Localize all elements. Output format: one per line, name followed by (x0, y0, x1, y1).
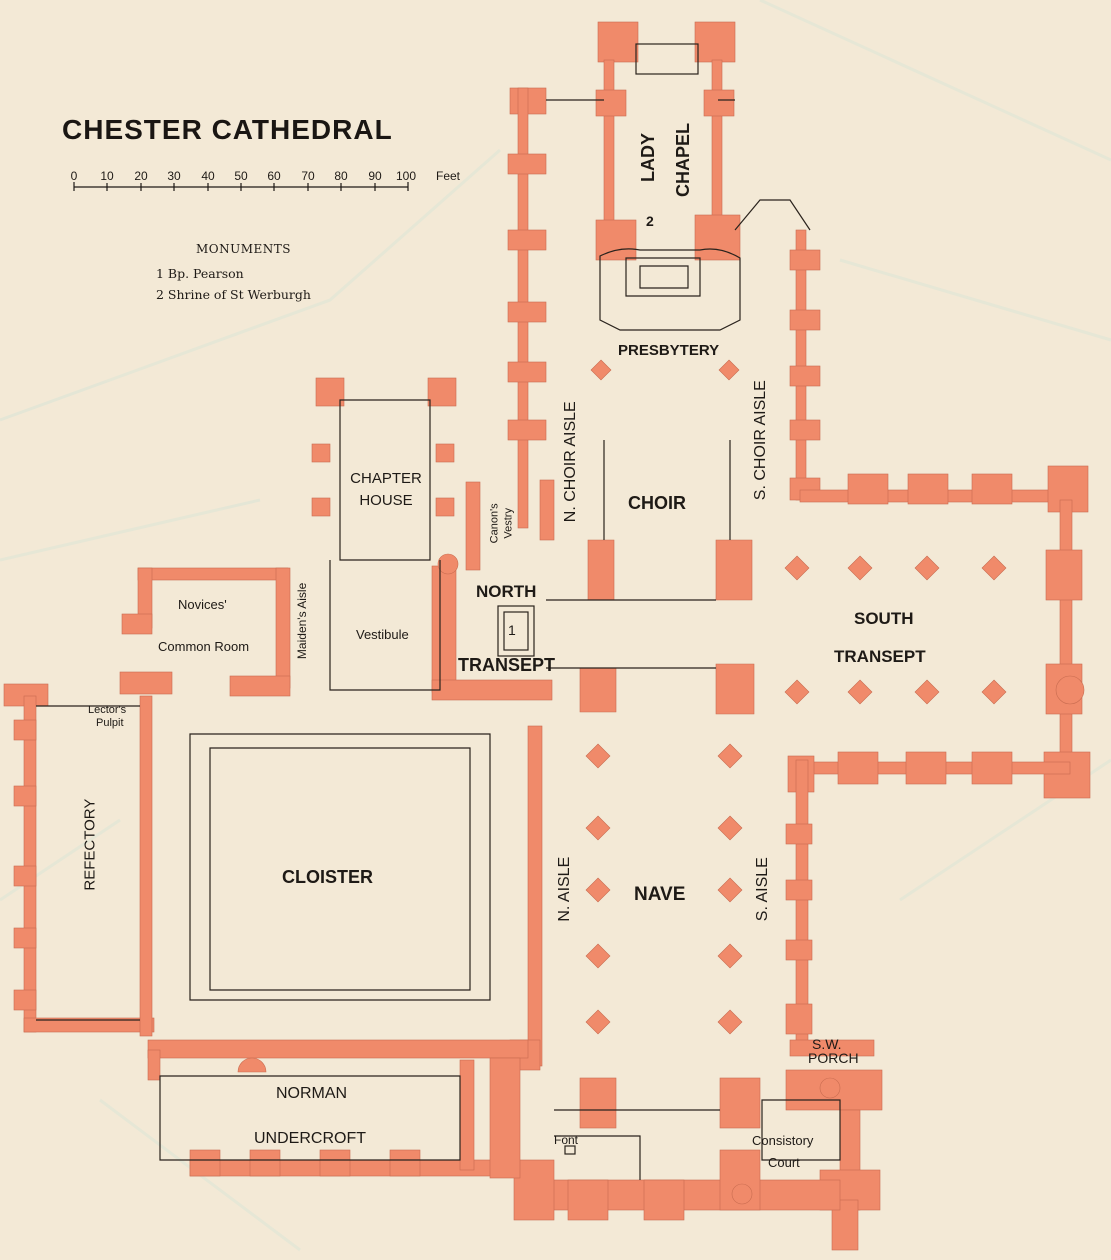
thin-walls (36, 43, 841, 1180)
label-font: Font (554, 1133, 579, 1147)
label-maidens-aisle: Maiden's Aisle (295, 582, 310, 660)
scale-tick-0: 0 (70, 169, 78, 183)
label-n-aisle: N. AISLE (555, 856, 573, 922)
label-north-transept-1: NORTH (476, 582, 537, 601)
label-canons-vestry-1: Canon's (488, 503, 501, 544)
monument-marker-werburgh: 2 (646, 213, 654, 229)
legend-item-werburgh: 2 Shrine of St Werburgh (156, 287, 311, 302)
label-south-transept-2: TRANSEPT (834, 647, 926, 666)
label-refectory: REFECTORY (81, 798, 99, 891)
scale-tick-30: 30 (167, 169, 181, 183)
label-chapter-house-2: HOUSE (359, 492, 413, 509)
label-south-transept-1: SOUTH (854, 609, 914, 628)
label-consistory-1: Consistory (752, 1133, 814, 1148)
label-choir: CHOIR (628, 493, 686, 513)
scale-tick-100: 100 (395, 169, 417, 183)
legend-item-pearson: 1 Bp. Pearson (156, 266, 244, 281)
scale-tick-90: 90 (368, 169, 382, 183)
legend-heading: MONUMENTS (196, 242, 292, 256)
label-vestibule: Vestibule (356, 627, 409, 642)
scale-tick-70: 70 (301, 169, 315, 183)
label-novices-2: Common Room (158, 639, 250, 654)
scale-unit: Feet (436, 169, 461, 183)
monument-marker-pearson: 1 (508, 622, 516, 638)
scale-bar (73, 182, 409, 191)
label-consistory-2: Court (768, 1155, 800, 1170)
label-sw-porch-1: S.W. (812, 1036, 842, 1052)
label-n-choir-aisle: N. CHOIR AISLE (561, 401, 579, 523)
label-north-transept-2: TRANSEPT (458, 655, 556, 675)
scale-tick-10: 10 (100, 169, 114, 183)
label-nave: NAVE (634, 884, 686, 905)
label-lectors-pulpit-2: Pulpit (96, 717, 124, 729)
label-novices-1: Novices' (178, 597, 227, 612)
label-s-aisle: S. AISLE (753, 857, 771, 922)
scale-tick-40: 40 (201, 169, 215, 183)
label-chapter-house-1: CHAPTER (350, 470, 422, 487)
map-title: CHESTER CATHEDRAL (62, 114, 393, 145)
scale-tick-50: 50 (234, 169, 248, 183)
label-s-choir-aisle: S. CHOIR AISLE (751, 380, 769, 501)
scale-tick-60: 60 (267, 169, 281, 183)
label-lady: LADY (638, 133, 658, 182)
label-chapel: CHAPEL (673, 122, 693, 197)
label-sw-porch-2: PORCH (808, 1050, 859, 1066)
scale-tick-20: 20 (134, 169, 148, 183)
label-presbytery: PRESBYTERY (618, 342, 720, 359)
walls (3, 21, 1091, 1251)
label-cloister: CLOISTER (282, 867, 374, 887)
label-undercroft-2: UNDERCROFT (254, 1130, 366, 1147)
label-canons-vestry-2: Vestry (502, 508, 515, 539)
label-lectors-pulpit-1: Lector's (88, 704, 127, 716)
label-undercroft-1: NORMAN (276, 1085, 348, 1102)
scale-tick-80: 80 (334, 169, 348, 183)
